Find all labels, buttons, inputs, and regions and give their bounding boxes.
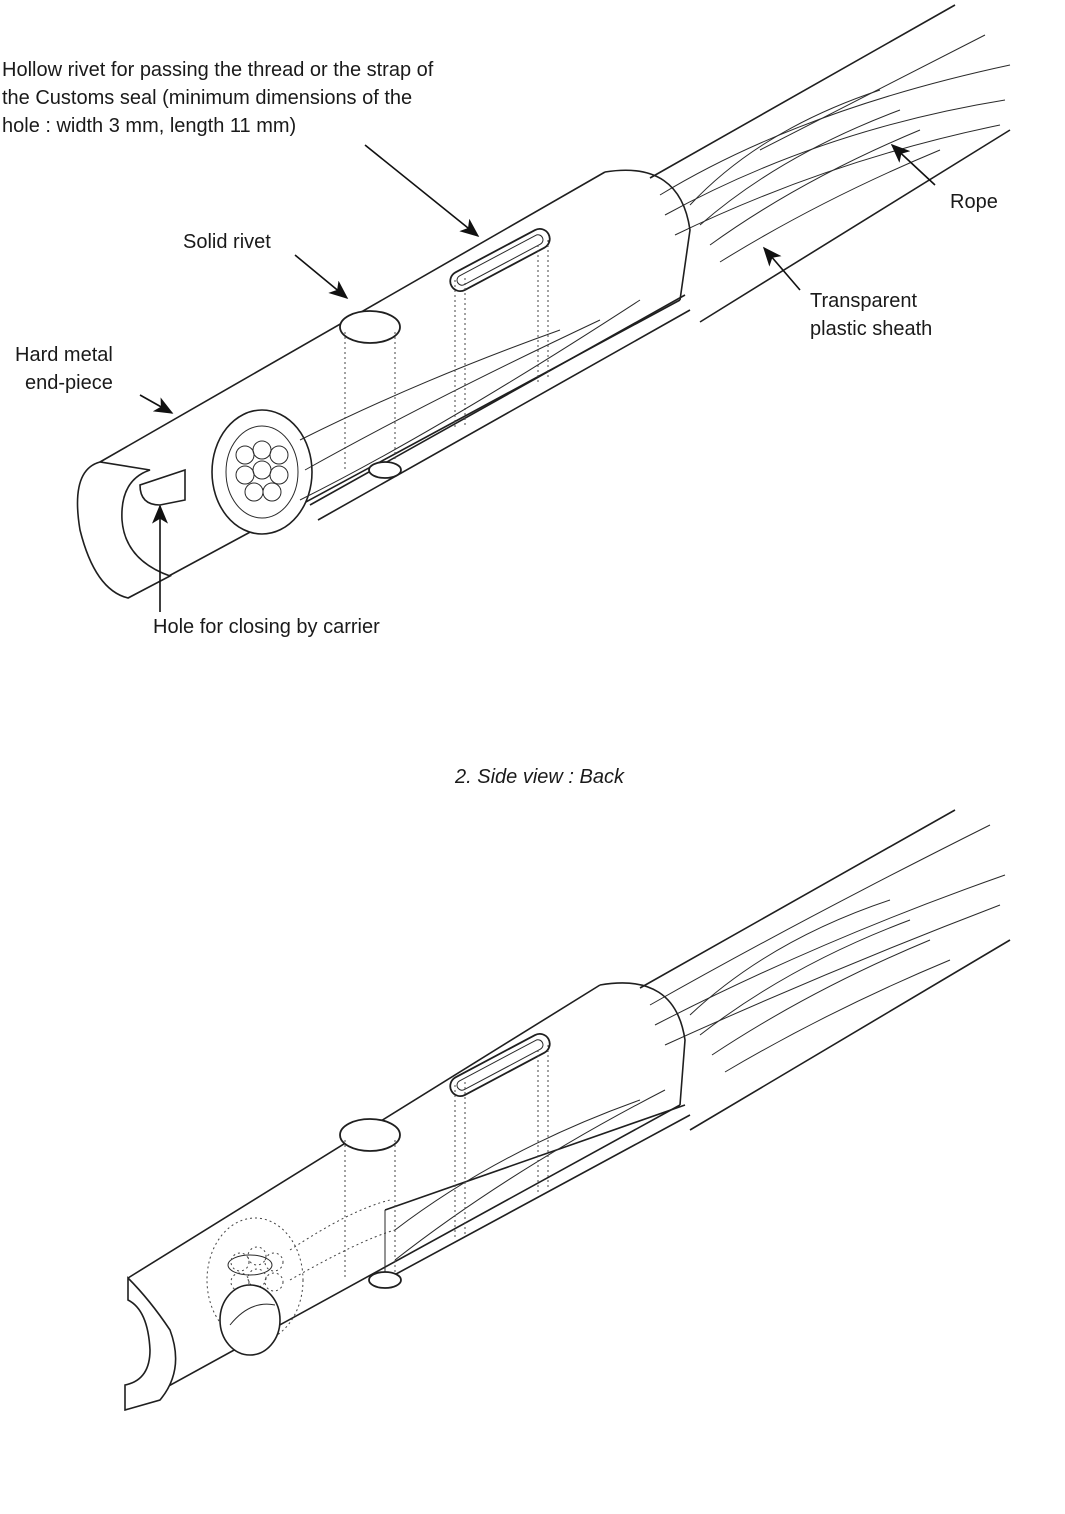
end-piece-label: Hard metal end-piece	[15, 344, 113, 394]
back-view-drawing	[124, 809, 1011, 1412]
hollow-rivet-label: Hollow rivet for passing the thread or t…	[2, 59, 434, 137]
closing-hole-label: Hole for closing by carrier	[153, 616, 380, 638]
back-view-caption: 2. Side view : Back	[455, 766, 624, 788]
front-view-drawing	[76, 4, 1011, 612]
sheath-label: Transparent plastic sheath	[810, 290, 933, 340]
rope-core	[235, 440, 289, 502]
rope-label: Rope	[950, 191, 998, 213]
solid-rivet-label: Solid rivet	[183, 231, 271, 253]
